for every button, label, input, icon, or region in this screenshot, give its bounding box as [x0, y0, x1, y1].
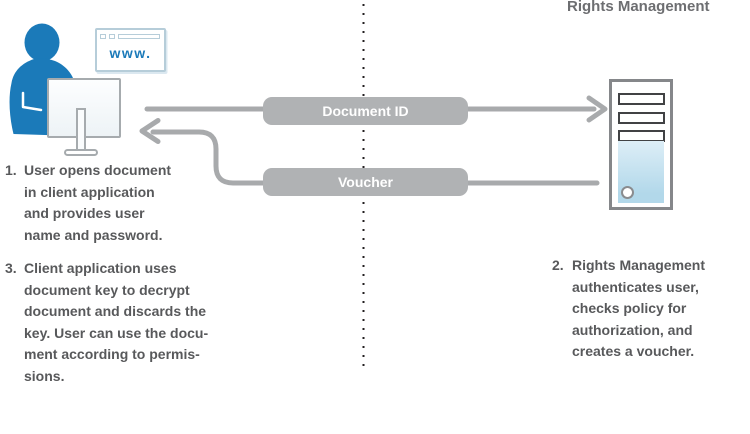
monitor-base: [64, 149, 98, 156]
server-front-panel: [618, 141, 664, 203]
step-1-text: User opens document in client applicatio…: [24, 162, 172, 243]
document-id-pill: Document ID: [263, 97, 468, 125]
rights-management-title: Rights Management: [567, 0, 710, 15]
user-arm-line: [21, 91, 43, 112]
server-tower-icon: [609, 79, 673, 210]
browser-window-icon: www.: [95, 28, 166, 72]
browser-button-icon: [109, 34, 115, 39]
step-1: 1. User opens document in client applica…: [5, 160, 171, 246]
step-3: 3. Client application uses document key …: [5, 258, 208, 387]
browser-button-icon: [100, 34, 106, 39]
power-button-icon: [621, 186, 634, 199]
step-2-number: 2.: [552, 257, 564, 273]
browser-address-bar: [118, 34, 160, 39]
server-drive-bay: [618, 93, 665, 105]
step-3-text: Client application uses document key to …: [24, 260, 209, 384]
arrow-left-icon: [139, 118, 600, 186]
step-2: 2. Rights Management authenticates user,…: [552, 255, 705, 363]
voucher-pill: Voucher: [263, 168, 468, 196]
step-2-text: Rights Management authenticates user, ch…: [572, 257, 706, 359]
step-1-number: 1.: [5, 162, 17, 178]
server-drive-bay: [618, 112, 665, 124]
browser-www-label: www.: [109, 45, 152, 61]
step-3-number: 3.: [5, 260, 17, 276]
monitor-stand: [76, 108, 86, 152]
